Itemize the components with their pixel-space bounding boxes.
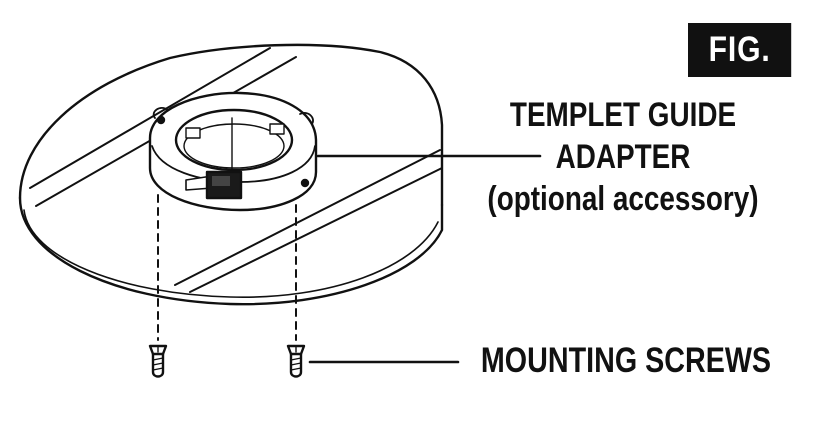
templet-label-line-3: (optional accessory) bbox=[487, 180, 759, 218]
templet-guide-adapter-label: TEMPLET GUIDE ADAPTER (optional accessor… bbox=[445, 94, 801, 220]
screws-label-line-1: MOUNTING SCREWS bbox=[480, 341, 772, 380]
adapter-inner-opening bbox=[174, 108, 294, 172]
base-plate-edge-upper bbox=[23, 209, 439, 298]
groove-right-top bbox=[174, 149, 441, 286]
figure-number-badge: FIG. 25 bbox=[688, 23, 792, 123]
adapter-flange-left bbox=[152, 106, 169, 119]
base-plate-rim bbox=[18, 196, 444, 306]
flange-hole-left bbox=[156, 115, 166, 125]
adapter-flange-right bbox=[299, 112, 314, 125]
templet-label-line-1: TEMPLET GUIDE bbox=[509, 96, 737, 134]
mounting-screw-left bbox=[148, 344, 168, 378]
base-plate-top-face bbox=[18, 43, 444, 207]
templet-label-line-2: ADAPTER bbox=[555, 138, 691, 176]
groove-left-top bbox=[29, 47, 271, 189]
mounting-screw-right bbox=[286, 344, 306, 378]
mounting-screws-label: MOUNTING SCREWS bbox=[440, 340, 812, 382]
flange-hole-right bbox=[300, 178, 310, 188]
groove-right-bottom bbox=[189, 167, 443, 293]
